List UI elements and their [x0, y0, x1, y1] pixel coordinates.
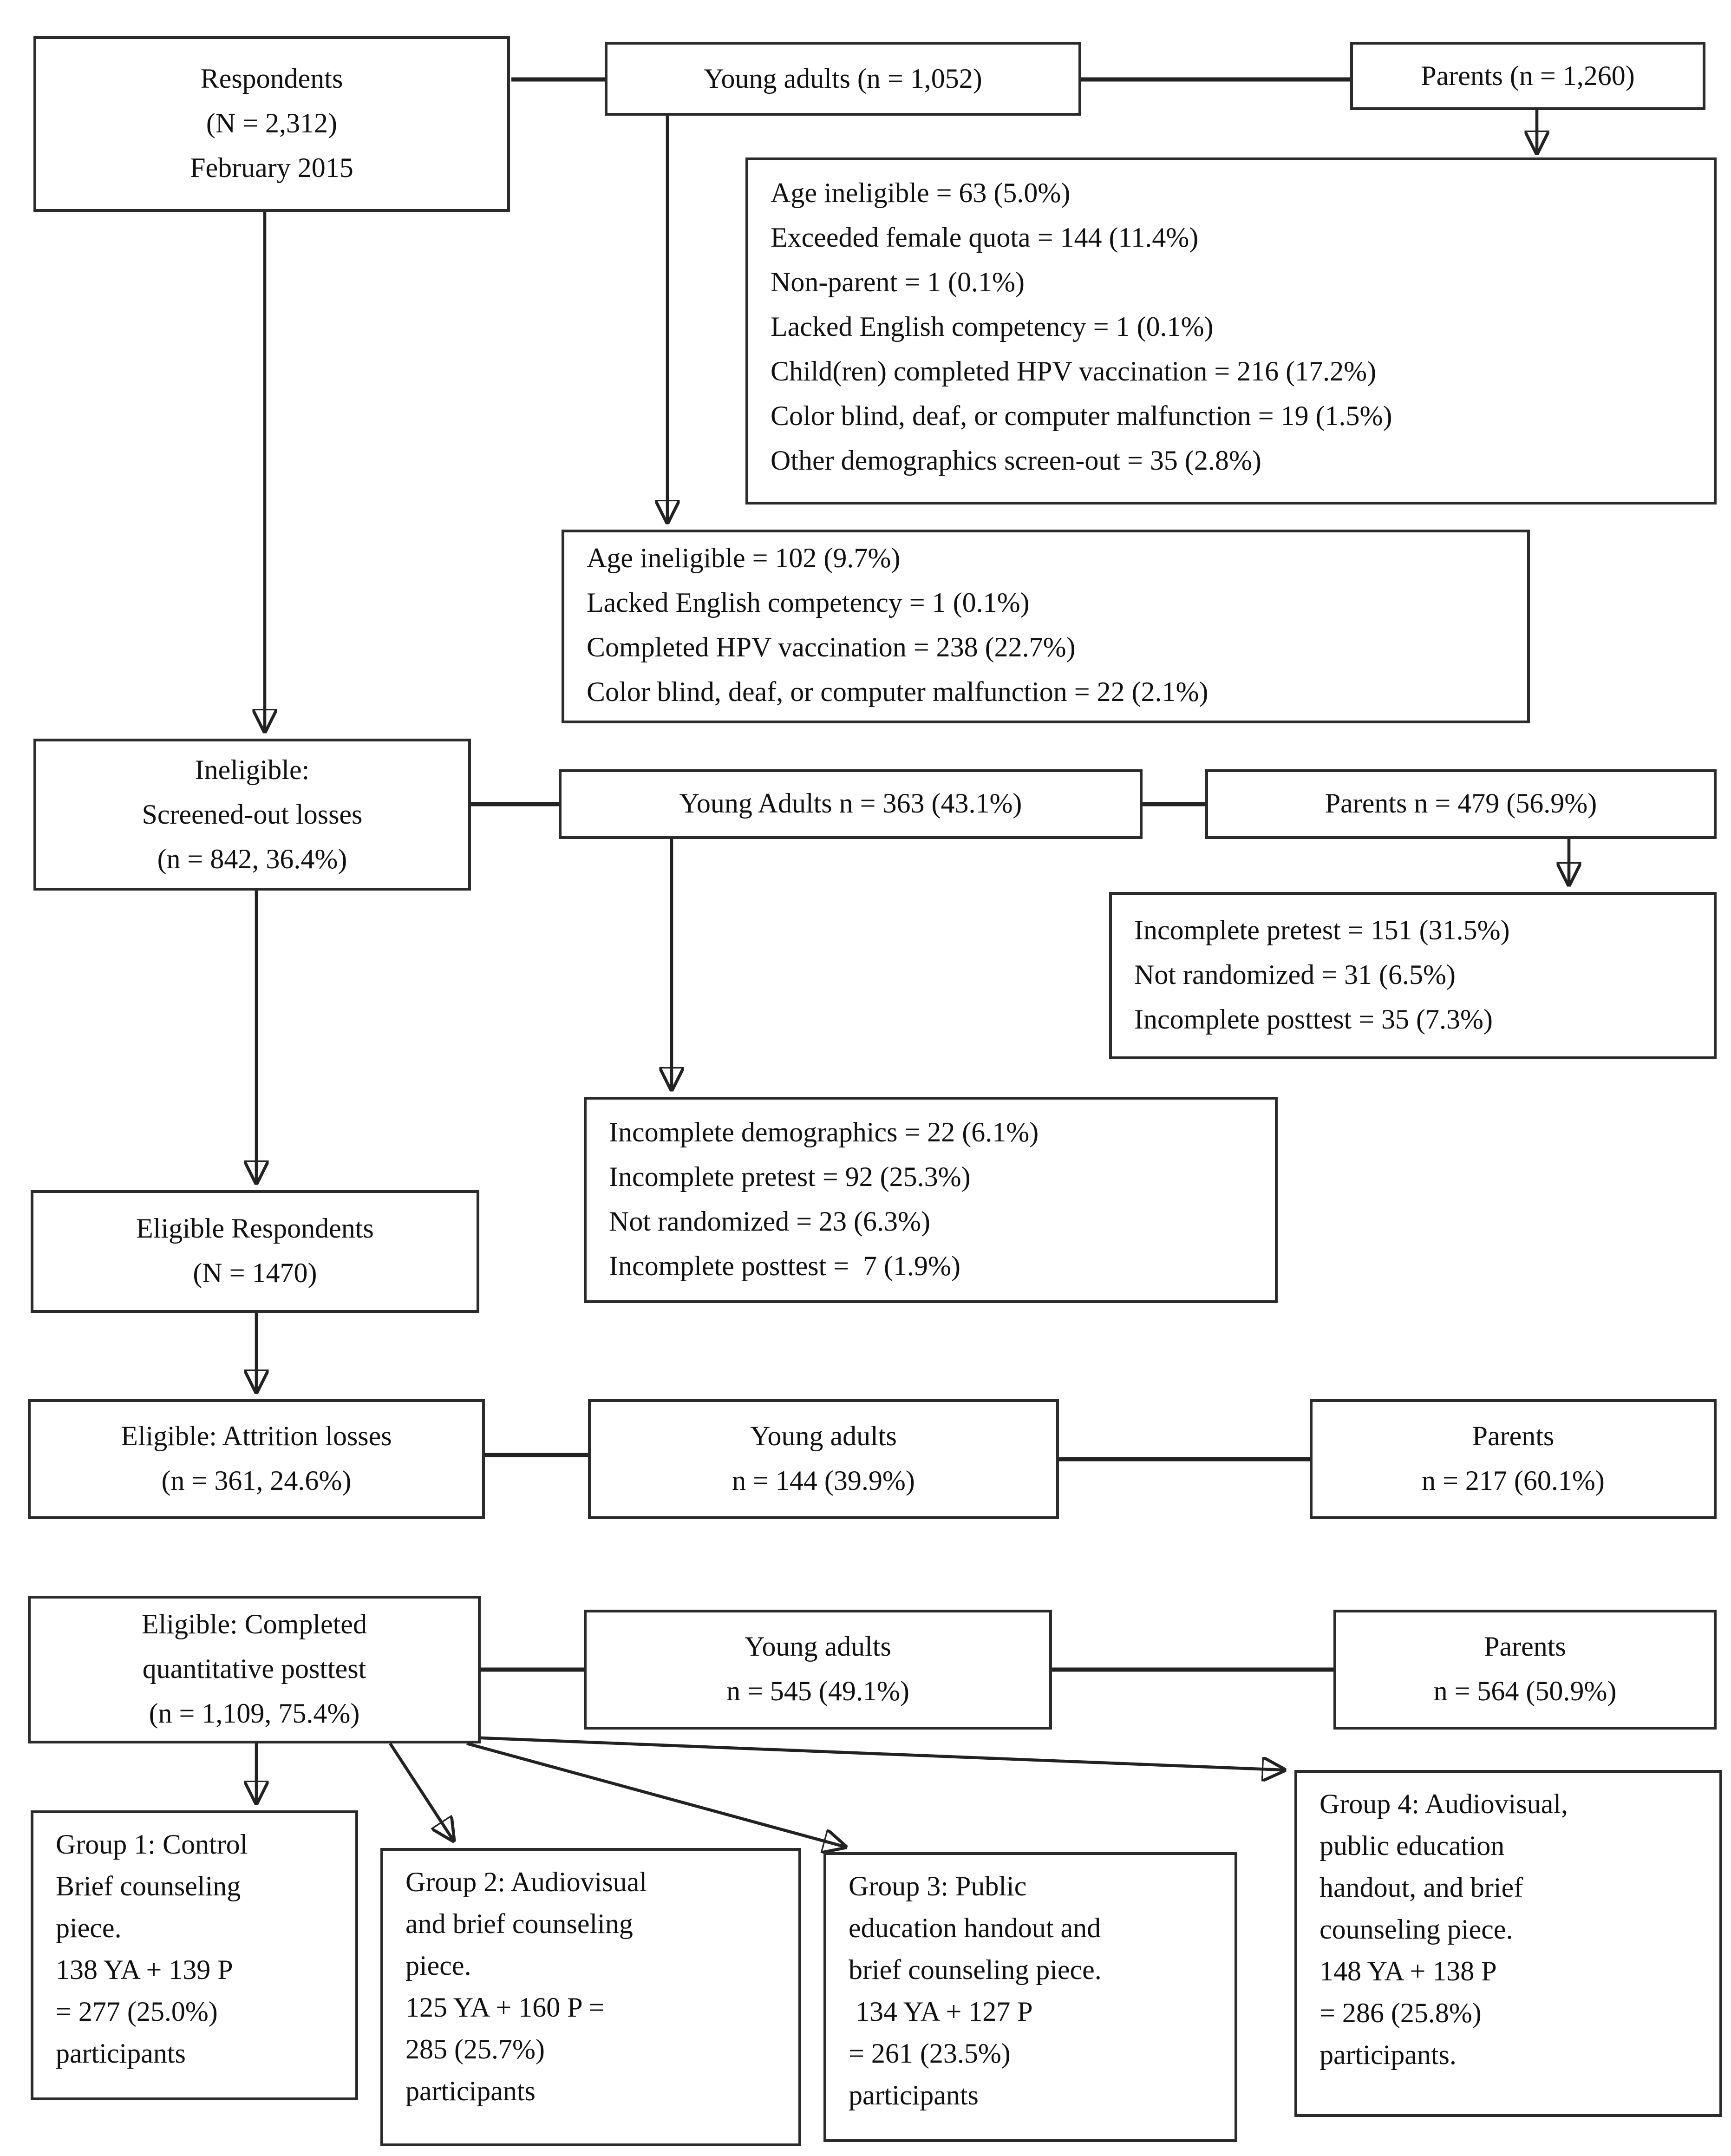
- box-text-line: participants: [849, 2081, 979, 2111]
- box-text-line: handout, and brief: [1319, 1873, 1523, 1904]
- box-text-line: = 261 (23.5%): [849, 2039, 1011, 2070]
- box-text-line: Group 1: Control: [56, 1830, 248, 1861]
- box-group-4: Group 4: Audiovisual, public education h…: [1294, 1770, 1722, 2117]
- box-text-line: 125 YA + 160 P =: [405, 1993, 605, 2024]
- box-parents-top: Parents (n = 1,260): [1350, 42, 1705, 110]
- box-young-adults-144: Young adults n = 144 (39.9%): [588, 1399, 1059, 1519]
- box-text-line: Parents n = 479 (56.9%): [1325, 789, 1597, 819]
- box-text-line: counseling piece.: [1319, 1915, 1513, 1946]
- box-text-line: Lacked English competency = 1 (0.1%): [771, 312, 1214, 343]
- box-text-line: Parents: [1472, 1422, 1555, 1452]
- box-text-line: piece.: [56, 1914, 122, 1944]
- box-text-line: 148 YA + 138 P: [1319, 1957, 1497, 1987]
- arrow-completed-group4: [480, 1736, 1283, 1770]
- box-text-line: Screened-out losses: [142, 799, 363, 830]
- box-parents-217: Parents n = 217 (60.1%): [1310, 1399, 1717, 1519]
- box-text-line: Young adults (n = 1,052): [704, 63, 982, 94]
- box-text-line: Not randomized = 23 (6.3%): [609, 1207, 931, 1238]
- box-text-line: participants: [405, 2077, 536, 2107]
- box-young-adults-363: Young Adults n = 363 (43.1%): [559, 769, 1143, 839]
- arrow-completed-group3: [466, 1742, 844, 1847]
- box-text-line: Color blind, deaf, or computer malfuncti…: [587, 677, 1208, 708]
- box-text-line: Not randomized = 31 (6.5%): [1134, 960, 1456, 991]
- box-text-line: Exceeded female quota = 144 (11.4%): [771, 223, 1199, 254]
- box-text-line: education handout and: [849, 1914, 1101, 1944]
- box-text-line: Young Adults n = 363 (43.1%): [679, 789, 1022, 819]
- box-young-adults-top: Young adults (n = 1,052): [605, 42, 1081, 116]
- box-text-line: Group 2: Audiovisual: [405, 1868, 647, 1898]
- box-parents-479: Parents n = 479 (56.9%): [1205, 769, 1717, 839]
- box-text-line: = 277 (25.0%): [56, 1997, 218, 2028]
- box-text-line: Incomplete posttest = 35 (7.3%): [1134, 1005, 1493, 1035]
- box-text-line: = 286 (25.8%): [1319, 1999, 1482, 2029]
- box-parents-screenout: Age ineligible = 63 (5.0%) Exceeded fema…: [745, 157, 1717, 505]
- box-text-line: Young adults: [750, 1422, 897, 1452]
- box-text-line: (n = 1,109, 75.4%): [149, 1699, 360, 1730]
- box-text-line: Eligible: Attrition losses: [121, 1422, 392, 1452]
- box-completed-posttest: Eligible: Completed quantitative posttes…: [28, 1596, 481, 1743]
- box-text-line: Parents: [1484, 1632, 1566, 1663]
- box-text-line: February 2015: [190, 153, 353, 184]
- box-text-line: Other demographics screen-out = 35 (2.8%…: [771, 446, 1261, 477]
- box-text-line: Brief counseling: [56, 1872, 241, 1902]
- box-text-line: public education: [1319, 1831, 1505, 1862]
- box-text-line: piece.: [405, 1951, 471, 1982]
- box-group-2: Group 2: Audiovisual and brief counselin…: [380, 1848, 801, 2146]
- box-text-line: n = 545 (49.1%): [726, 1677, 909, 1707]
- arrow-completed-group2: [389, 1743, 453, 1840]
- box-text-line: Young adults: [745, 1632, 891, 1663]
- box-young-adults-screenout: Age ineligible = 102 (9.7%) Lacked Engli…: [562, 530, 1530, 723]
- box-text-line: Group 4: Audiovisual,: [1319, 1789, 1568, 1820]
- box-text-line: Group 3: Public: [849, 1872, 1027, 1902]
- box-text-line: brief counseling piece.: [849, 1955, 1102, 1986]
- box-text-line: Parents (n = 1,260): [1421, 60, 1635, 92]
- box-text-line: Non-parent = 1 (0.1%): [771, 268, 1025, 298]
- box-text-line: Ineligible:: [195, 754, 310, 786]
- box-text-line: Color blind, deaf, or computer malfuncti…: [771, 401, 1392, 432]
- box-text-line: and brief counseling: [405, 1909, 633, 1940]
- box-parents-564: Parents n = 564 (50.9%): [1333, 1610, 1717, 1730]
- box-group-1: Group 1: Control Brief counseling piece.…: [31, 1810, 358, 2100]
- box-text-line: Eligible Respondents: [136, 1214, 374, 1245]
- box-text-line: n = 564 (50.9%): [1433, 1677, 1617, 1707]
- box-eligible-respondents: Eligible Respondents (N = 1470): [31, 1190, 479, 1313]
- box-attrition-losses: Eligible: Attrition losses (n = 361, 24.…: [28, 1399, 485, 1519]
- box-respondents: Respondents (N = 2,312) February 2015: [33, 36, 510, 212]
- box-text-line: Completed HPV vaccination = 238 (22.7%): [587, 633, 1076, 663]
- box-parents-attrition: Incomplete pretest = 151 (31.5%) Not ran…: [1109, 892, 1717, 1059]
- box-text-line: Incomplete posttest = 7 (1.9%): [609, 1252, 961, 1282]
- box-text-line: Child(ren) completed HPV vaccination = 2…: [771, 357, 1377, 387]
- box-young-adults-attrition: Incomplete demographics = 22 (6.1%) Inco…: [584, 1097, 1278, 1303]
- box-text-line: Age ineligible = 63 (5.0%): [771, 178, 1071, 209]
- box-text-line: 138 YA + 139 P: [56, 1955, 233, 1986]
- box-text-line: Eligible: Completed: [142, 1610, 367, 1640]
- box-text-line: n = 144 (39.9%): [732, 1466, 915, 1497]
- box-text-line: 134 YA + 127 P: [849, 1997, 1033, 2028]
- box-text-line: quantitative posttest: [142, 1654, 366, 1685]
- box-text-line: 285 (25.7%): [405, 2035, 545, 2065]
- box-young-adults-545: Young adults n = 545 (49.1%): [584, 1610, 1052, 1730]
- box-text-line: Incomplete demographics = 22 (6.1%): [609, 1118, 1039, 1148]
- box-text-line: (N = 1470): [193, 1258, 317, 1289]
- box-text-line: Incomplete pretest = 92 (25.3%): [609, 1162, 971, 1193]
- box-ineligible: Ineligible: Screened-out losses (n = 842…: [33, 739, 471, 891]
- box-text-line: participants: [56, 2039, 186, 2070]
- box-text-line: Incomplete pretest = 151 (31.5%): [1134, 916, 1510, 946]
- box-text-line: participants.: [1319, 2040, 1457, 2071]
- box-group-3: Group 3: Public education handout and br…: [823, 1852, 1237, 2142]
- box-text-line: (N = 2,312): [206, 109, 338, 139]
- box-text-line: (n = 361, 24.6%): [161, 1466, 352, 1497]
- box-text-line: n = 217 (60.1%): [1422, 1466, 1605, 1497]
- box-text-line: Lacked English competency = 1 (0.1%): [587, 588, 1030, 619]
- box-text-line: Respondents: [200, 64, 343, 95]
- box-text-line: Age ineligible = 102 (9.7%): [587, 544, 901, 574]
- box-text-line: (n = 842, 36.4%): [157, 844, 347, 875]
